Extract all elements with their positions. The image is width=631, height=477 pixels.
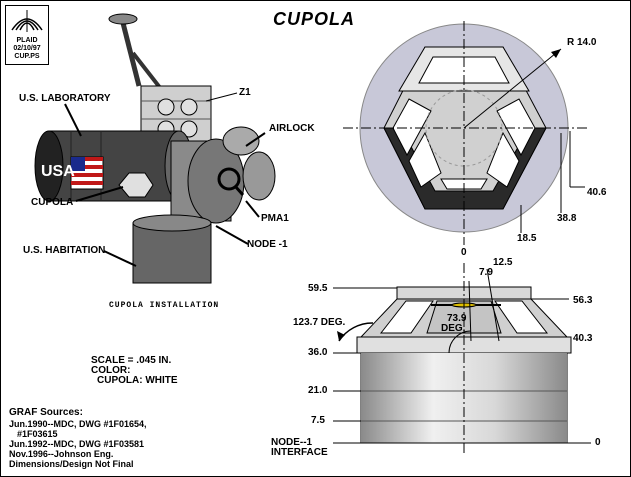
label-cupola: CUPOLA (31, 197, 74, 208)
label-pma1: PMA1 (261, 213, 289, 224)
label-us-habitation: U.S. HABITATION (23, 245, 106, 256)
dim-38-8: 38.8 (557, 213, 577, 224)
cupola-color-text: CUPOLA: WHITE (97, 375, 178, 386)
label-us-laboratory: U.S. LABORATORY (19, 93, 111, 104)
angle-73-9: 73.9 (447, 313, 467, 324)
sources-header: GRAF Sources: (9, 407, 83, 418)
label-cupola-installation: CUPOLA INSTALLATION (109, 301, 220, 310)
logo-text-date: 02/10/97 (13, 45, 41, 52)
angle-123-7: 123.7 DEG. (293, 317, 346, 328)
logo-text-plaid: PLAID (16, 37, 38, 44)
plaid-logo: PLAID 02/10/97 CUP.PS (5, 5, 49, 65)
label-node1: NODE -1 (247, 239, 288, 250)
color-text: COLOR: (91, 365, 131, 376)
logo-text-file: CUP.PS (14, 53, 40, 60)
dim-radius: R 14.0 (567, 37, 597, 48)
label-usa: USA (41, 163, 75, 180)
sources-line-1: Jun.1990--MDC, DWG #1F01654, (9, 419, 147, 429)
label-z1: Z1 (239, 87, 251, 98)
dim-7-9: 7.9 (479, 267, 493, 278)
label-airlock: AIRLOCK (269, 123, 315, 134)
dim-7-5: 7.5 (311, 415, 325, 426)
dim-59-5: 59.5 (308, 283, 328, 294)
dim-56-3: 56.3 (573, 295, 593, 306)
page-title: CUPOLA (273, 9, 355, 29)
label-node-interface-2: INTERFACE (271, 447, 328, 458)
plaid-logo-graphic (8, 8, 46, 34)
angle-deg: DEG. (441, 323, 466, 334)
label-node-interface-1: NODE--1 (271, 437, 313, 448)
sources-line-2: #1F03615 (17, 429, 58, 439)
dim-40-3: 40.3 (573, 333, 593, 344)
sources-line-4: Nov.1996--Johnson Eng. (9, 449, 114, 459)
dim-40-6: 40.6 (587, 187, 607, 198)
scale-text: SCALE = .045 IN. (91, 355, 172, 366)
dim-36-0: 36.0 (308, 347, 328, 358)
dim-right-0: 0 (595, 437, 601, 448)
dim-12-5: 12.5 (493, 257, 513, 268)
sources-line-5: Dimensions/Design Not Final (9, 459, 134, 469)
dim-21-0: 21.0 (308, 385, 328, 396)
sources-line-3: Jun.1992--MDC, DWG #1F03581 (9, 439, 145, 449)
dim-18-5: 18.5 (517, 233, 537, 244)
dim-top-0: 0 (461, 247, 467, 258)
